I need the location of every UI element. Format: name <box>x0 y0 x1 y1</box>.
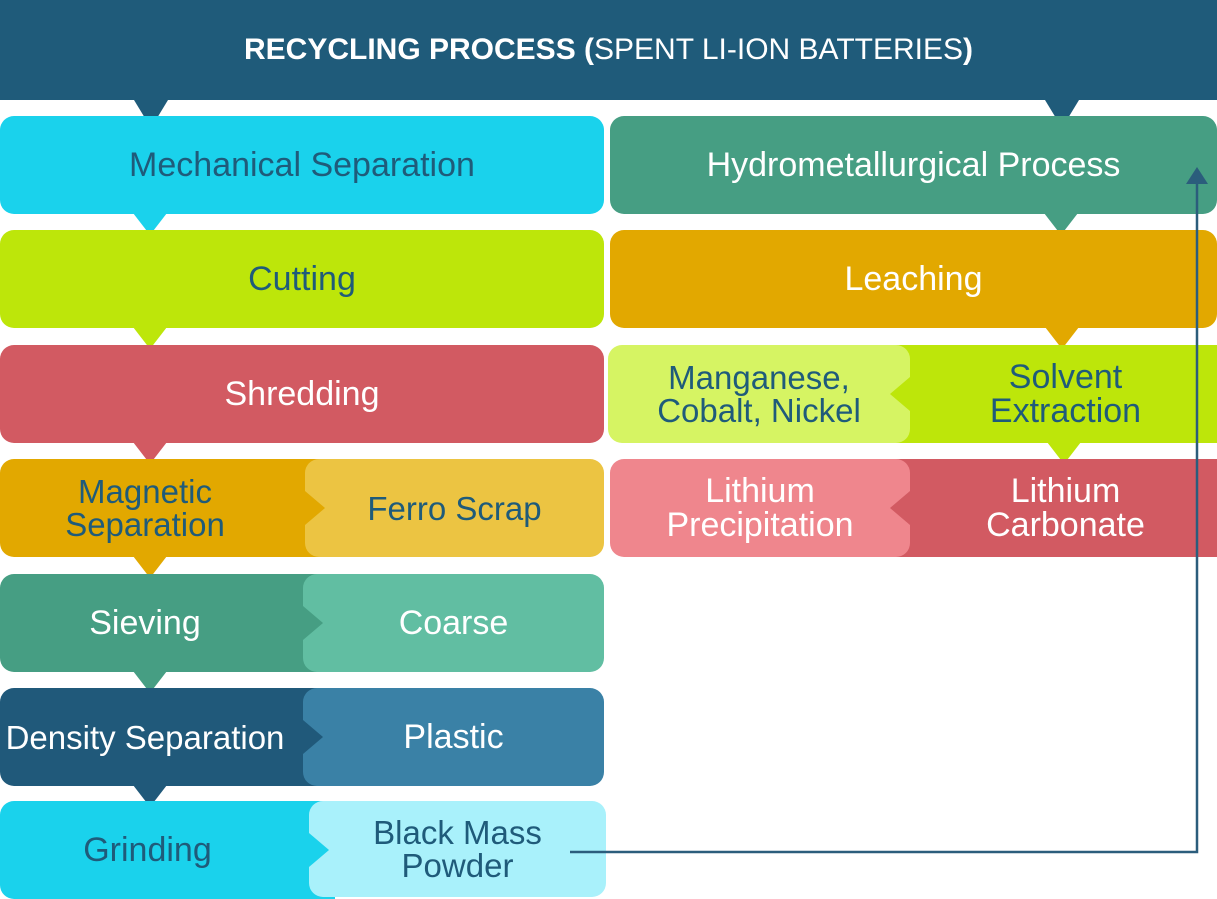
leaching-pointer <box>1045 327 1079 349</box>
shredding-label: Shredding <box>224 375 380 413</box>
lithium-precipitation-label: Lithium Precipitation <box>666 472 854 544</box>
sieving-pointer <box>133 671 167 693</box>
lithium-carbonate-label: Lithium Carbonate <box>986 472 1145 544</box>
density-separation-label: Density Separation <box>5 718 285 756</box>
sieving-label: Sieving <box>89 604 201 642</box>
title-regular: SPENT LI-ION BATTERIES <box>594 33 963 66</box>
grinding-label: Grinding <box>83 831 212 869</box>
hydrometallurgical-process-label: Hydrometallurgical Process <box>706 146 1121 184</box>
grinding-to-blackmass-pointer <box>309 833 329 867</box>
mechanical-separation-label: Mechanical Separation <box>129 146 475 184</box>
coarse-box: Coarse <box>303 574 604 672</box>
shredding-pointer <box>133 442 167 464</box>
density-to-plastic-pointer <box>303 720 323 754</box>
ferro-scrap-box: Ferro Scrap <box>305 459 604 557</box>
title-bold-suffix: ) <box>963 33 973 66</box>
cutting-label: Cutting <box>248 260 356 298</box>
magnetic-pointer <box>133 556 167 578</box>
mechanical-separation-box: Mechanical Separation <box>0 116 604 214</box>
hydrometallurgical-process-box: Hydrometallurgical Process <box>610 116 1217 214</box>
sieving-to-coarse-pointer <box>303 606 323 640</box>
density-separation-box: Density Separation <box>0 688 330 786</box>
mn-co-ni-label: Manganese, Cobalt, Nickel <box>657 359 861 429</box>
leaching-label: Leaching <box>844 260 983 298</box>
mn-co-ni-box: Manganese, Cobalt, Nickel <box>608 345 910 443</box>
shredding-box: Shredding <box>0 345 604 443</box>
black-mass-powder-label: Black Mass Powder <box>373 814 542 884</box>
lithium-carbonate-box: Lithium Carbonate <box>880 459 1217 557</box>
leaching-box: Leaching <box>610 230 1217 328</box>
title-bold-prefix: RECYCLING PROCESS ( <box>243 33 595 66</box>
page-title: RECYCLING PROCESS (SPENT LI-ION BATTERIE… <box>244 35 973 65</box>
coarse-label: Coarse <box>398 604 509 642</box>
hydro-pointer <box>1044 213 1078 235</box>
plastic-box: Plastic <box>303 688 604 786</box>
grinding-box: Grinding <box>0 801 335 899</box>
carbonate-to-precip-pointer <box>890 491 910 525</box>
connector-arrowhead <box>1186 167 1208 184</box>
solvent-extraction-box: Solvent Extraction <box>880 345 1217 443</box>
sieving-box: Sieving <box>0 574 330 672</box>
ferro-scrap-label: Ferro Scrap <box>367 489 542 527</box>
solvent-to-mcn-pointer <box>890 377 910 411</box>
plastic-label: Plastic <box>403 718 504 756</box>
black-mass-powder-box: Black Mass Powder <box>309 801 606 897</box>
magnetic-separation-label: Magnetic Separation <box>65 473 225 543</box>
connector-line <box>570 182 1199 854</box>
title-banner: RECYCLING PROCESS (SPENT LI-ION BATTERIE… <box>0 0 1217 100</box>
solvent-extraction-label: Solvent Extraction <box>989 358 1142 430</box>
magnetic-separation-box: Magnetic Separation <box>0 459 330 557</box>
lithium-precipitation-box: Lithium Precipitation <box>610 459 910 557</box>
magnetic-to-ferro-pointer <box>305 491 325 525</box>
cutting-box: Cutting <box>0 230 604 328</box>
cutting-pointer <box>133 327 167 349</box>
solvent-pointer <box>1047 442 1081 464</box>
mechanical-pointer <box>133 213 167 235</box>
